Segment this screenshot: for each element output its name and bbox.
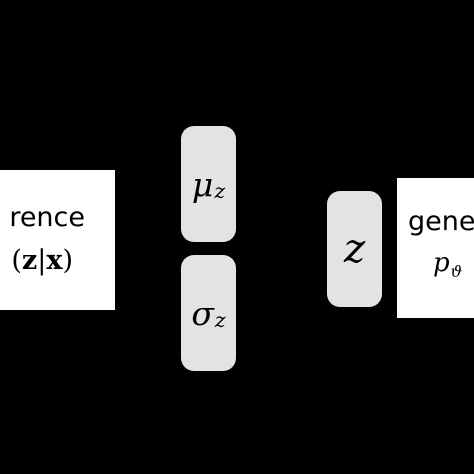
formula-bar: | xyxy=(37,245,47,276)
formula-close-paren: ) xyxy=(62,245,73,276)
formula-open-paren: ( xyxy=(11,245,22,276)
inference-distribution-formula: (z|x) xyxy=(11,245,73,276)
sigma-symbol: σ xyxy=(191,293,214,333)
generative-network-box: gene pϑ xyxy=(397,178,474,318)
formula-z: z xyxy=(21,245,38,276)
latent-symbol: z xyxy=(343,226,366,272)
sigma-subscript: z xyxy=(214,308,226,333)
inference-network-box: rence (z|x) xyxy=(0,170,115,310)
generative-subscript: ϑ xyxy=(450,261,463,281)
mu-subscript: z xyxy=(214,179,226,204)
latent-z-node: z xyxy=(327,191,382,307)
generative-symbol: p xyxy=(433,248,450,278)
formula-x: x xyxy=(46,245,63,276)
inference-label: rence xyxy=(9,202,85,233)
mu-symbol: μ xyxy=(191,164,214,204)
generative-distribution-formula: pϑ xyxy=(433,248,463,281)
generative-label: gene xyxy=(408,206,474,237)
